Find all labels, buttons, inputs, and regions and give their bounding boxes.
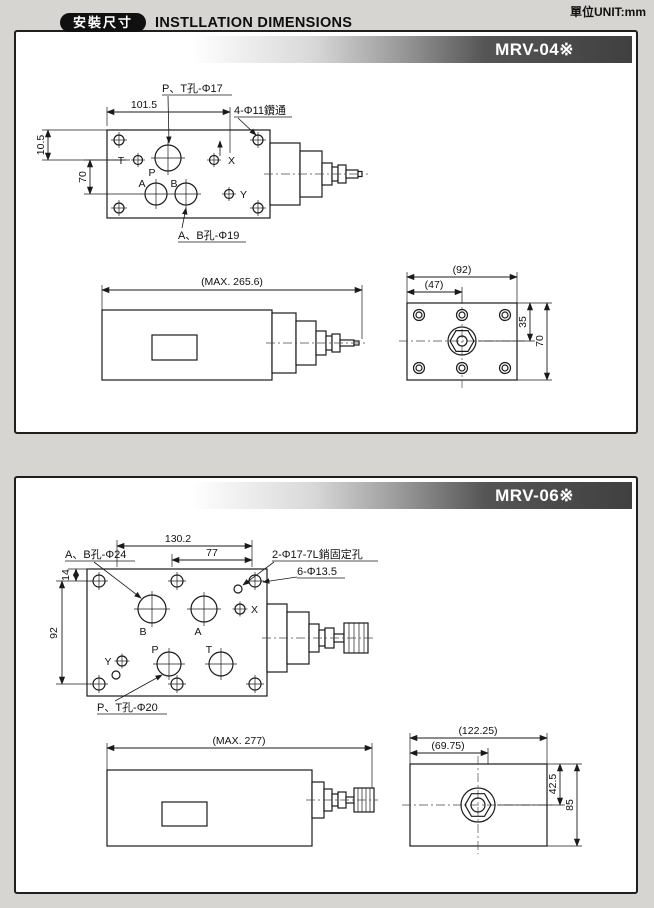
- port-label-t: T: [206, 644, 213, 656]
- label-pt-holes: P、T孔-Φ17: [162, 82, 223, 95]
- port-label-a: A: [138, 178, 145, 190]
- dim-end-width-inner: (47): [425, 279, 444, 291]
- label-mount-holes: 6-Φ13.5: [297, 566, 337, 578]
- dim-end-height-upper: 35: [517, 316, 529, 328]
- port-label-y: Y: [104, 656, 111, 668]
- dim-top-offset: 14: [60, 569, 72, 581]
- mrv06-plan-view: B A X Y P T 130.2 77 A、B孔-Φ24: [48, 533, 378, 715]
- mrv06-end-view: (122.25) (69.75) 42.5 85: [402, 725, 582, 854]
- mrv06-side-view: (MAX. 277): [106, 735, 378, 847]
- unit-label: 單位UNIT:mm: [569, 5, 646, 19]
- dim-inner-width: 77: [206, 547, 218, 559]
- port-label-x: X: [228, 155, 235, 167]
- dim-end-height-full: 70: [534, 335, 546, 347]
- mrv04-plan-view: T P X A B Y 101.5 P、T孔-Φ17 4-: [35, 82, 368, 243]
- dim-max-length: (MAX. 277): [212, 735, 265, 747]
- mrv04-end-view: (92) (47) 35 70: [399, 264, 552, 388]
- dim-width: 101.5: [131, 99, 157, 111]
- dim-height: 70: [77, 171, 89, 183]
- label-mount-holes: 4-Φ11鑽通: [234, 103, 286, 117]
- dim-height: 92: [48, 627, 60, 639]
- port-label-y: Y: [240, 189, 247, 201]
- port-label-b: B: [139, 626, 146, 638]
- label-ab-holes: A、B孔-Φ19: [178, 229, 239, 242]
- mrv04-header-band: MRV-04※: [20, 36, 632, 63]
- dim-end-width-outer: (122.25): [458, 725, 497, 737]
- port-label-t: T: [118, 155, 125, 167]
- dim-max-length: (MAX. 265.6): [201, 276, 263, 288]
- mrv06-panel: MRV-06※: [14, 476, 638, 894]
- mrv04-drawings: T P X A B Y 101.5 P、T孔-Φ17 4-: [35, 82, 552, 388]
- port-label-x: X: [251, 604, 258, 616]
- mrv06-model-label: MRV-06※: [495, 485, 574, 505]
- mrv06-header-band: MRV-06※: [20, 482, 632, 509]
- label-pin-holes: 2-Φ17-7L銷固定孔: [272, 547, 363, 561]
- port-label-p: P: [148, 167, 155, 179]
- dim-end-width-inner: (69.75): [431, 740, 464, 752]
- label-pt-holes: P、T孔-Φ20: [97, 701, 158, 714]
- page-title: INSTLLATION DIMENSIONS: [155, 14, 353, 31]
- page-title-bar: 安裝尺寸 INSTLLATION DIMENSIONS: [60, 13, 352, 32]
- label-ab-holes: A、B孔-Φ24: [65, 548, 126, 561]
- mrv06-drawings: B A X Y P T 130.2 77 A、B孔-Φ24: [48, 533, 582, 854]
- mrv04-panel: MRV-04※ T P: [14, 30, 638, 434]
- mrv04-side-view: (MAX. 265.6): [101, 276, 366, 381]
- port-label-p: P: [151, 644, 158, 656]
- dim-end-height-upper: 42.5: [547, 774, 559, 795]
- port-label-a: A: [194, 626, 201, 638]
- dim-width: 130.2: [165, 533, 191, 545]
- title-badge: 安裝尺寸: [60, 13, 147, 32]
- port-label-b: B: [170, 178, 177, 190]
- mrv04-model-label: MRV-04※: [495, 39, 574, 59]
- dim-top-offset: 10.5: [35, 135, 47, 156]
- dim-end-width-outer: (92): [453, 264, 472, 276]
- dim-end-height-full: 85: [564, 799, 576, 811]
